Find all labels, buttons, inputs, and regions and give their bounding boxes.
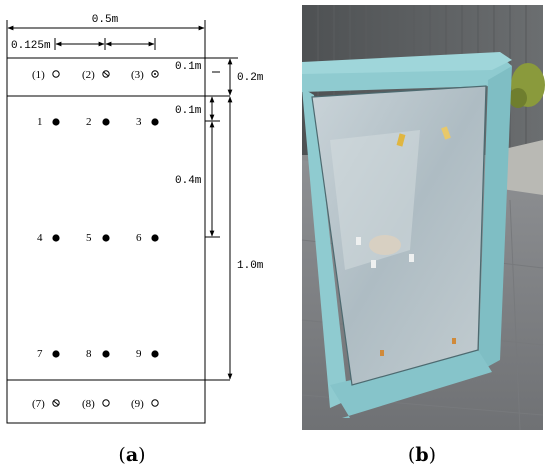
tape-1 <box>396 133 406 147</box>
point-label-1: 1 <box>37 116 43 128</box>
frame-base <box>330 350 492 418</box>
edge-offset-label: 0.125m <box>11 40 51 52</box>
panel-a-diagram: 0.5m 0.125m 0.1m 0.2m 0.1m 0.4m 1.0m (1)… <box>6 14 264 466</box>
point-label-2: 2 <box>86 116 92 128</box>
point-5 <box>102 234 110 242</box>
bottom-point-label-7: (7) <box>32 398 45 410</box>
point-label-9: 9 <box>136 348 142 360</box>
top-strip-height-label: 0.2m <box>237 72 264 84</box>
top-point-1 <box>52 70 60 78</box>
frame-right-post <box>478 66 512 372</box>
point-label-6: 6 <box>136 232 142 244</box>
plate-height-label: 1.0m <box>237 260 264 272</box>
point-9 <box>151 350 159 358</box>
top-point-label-1: (1) <box>32 69 45 81</box>
point-3 <box>151 118 159 126</box>
point-7 <box>52 350 60 358</box>
point-1 <box>52 118 60 126</box>
point-4 <box>52 234 60 242</box>
top-point-label-2: (2) <box>82 69 95 81</box>
top-point-label-3: (3) <box>131 69 144 81</box>
row-spacing-label: 0.4m <box>175 175 202 187</box>
point-2 <box>102 118 110 126</box>
point-label-3: 3 <box>136 116 142 128</box>
bottom-point-8 <box>102 399 110 407</box>
bottom-point-label-8: (8) <box>82 398 95 410</box>
caption-a: (a) <box>118 444 145 466</box>
frame-left-post <box>302 88 348 408</box>
bottom-point-label-9: (9) <box>131 398 144 410</box>
top-row-offset-label: 0.1m <box>175 61 202 73</box>
bottom-point-9 <box>151 399 159 407</box>
point-8 <box>102 350 110 358</box>
point-label-8: 8 <box>86 348 92 360</box>
point-label-7: 7 <box>37 348 43 360</box>
point-6 <box>151 234 159 242</box>
point-label-4: 4 <box>37 232 43 244</box>
tape-2 <box>441 126 451 140</box>
total-width-label: 0.5m <box>92 14 119 26</box>
point-label-5: 5 <box>86 232 92 244</box>
caption-b: (b) <box>408 444 436 466</box>
plate-outline <box>6 57 206 424</box>
panel-b-photo: (b) <box>301 5 545 466</box>
first-row-offset-label: 0.1m <box>175 105 202 117</box>
